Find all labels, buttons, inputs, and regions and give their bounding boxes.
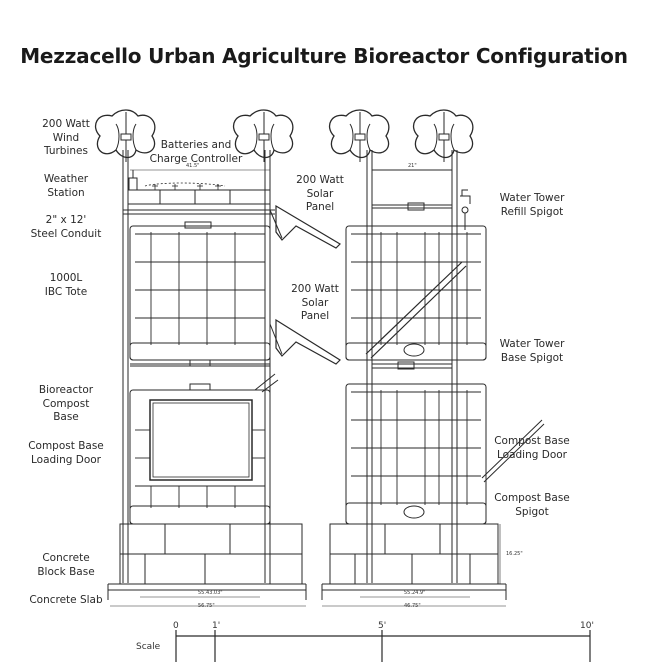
label-solar-panel-top: 200 Watt Solar Panel [296, 174, 344, 213]
label-block-base: Concrete Block Base [37, 552, 95, 578]
label-base-spigot: Water Tower Base Spigot [499, 338, 565, 364]
label-loading-door-right: Compost Base Loading Door [494, 435, 570, 461]
label-loading-door-left: Compost Base Loading Door [28, 440, 104, 466]
dim-left-top: 41.5" [186, 163, 200, 169]
dim-right-top: 21" [408, 163, 417, 169]
wind-turbine-icon [233, 109, 294, 162]
label-wind-turbines: 200 Watt Wind Turbines [42, 118, 90, 157]
wind-turbine-icon [95, 109, 156, 162]
scale-tick-1: 1' [212, 621, 221, 631]
label-solar-panel-mid: 200 Watt Solar Panel [291, 283, 339, 322]
label-refill-spigot: Water Tower Refill Spigot [499, 192, 565, 218]
dim-left-inner: 55.43.03" [198, 590, 223, 596]
scale-label: Scale [136, 642, 161, 652]
dim-right-height: 16.25" [506, 551, 523, 557]
scale-bar [175, 630, 591, 662]
label-compost-spigot: Compost Base Spigot [494, 492, 570, 518]
dim-left-outer: 56.75" [198, 603, 215, 609]
scale-tick-10: 10' [580, 621, 594, 631]
label-ibc-tote: 1000L IBC Tote [44, 272, 88, 298]
label-weather-station: Weather Station [43, 173, 89, 199]
wind-turbine-icon [329, 109, 390, 162]
dim-right-inner: 55.24.9" [404, 590, 426, 596]
label-batteries: Batteries and Charge Controller [149, 139, 243, 165]
left-unit [95, 109, 341, 600]
right-unit [321, 109, 545, 600]
label-steel-conduit: 2" x 12' Steel Conduit [30, 214, 102, 240]
label-concrete-slab: Concrete Slab [29, 594, 103, 606]
dim-right-outer: 46.75" [404, 603, 421, 609]
label-compost-base: Bioreactor Compost Base [38, 384, 94, 423]
page-title: Mezzacello Urban Agriculture Bioreactor … [20, 44, 628, 68]
wind-turbine-icon [413, 109, 474, 162]
scale-tick-0: 0 [173, 621, 179, 631]
scale-tick-5: 5' [378, 621, 387, 631]
